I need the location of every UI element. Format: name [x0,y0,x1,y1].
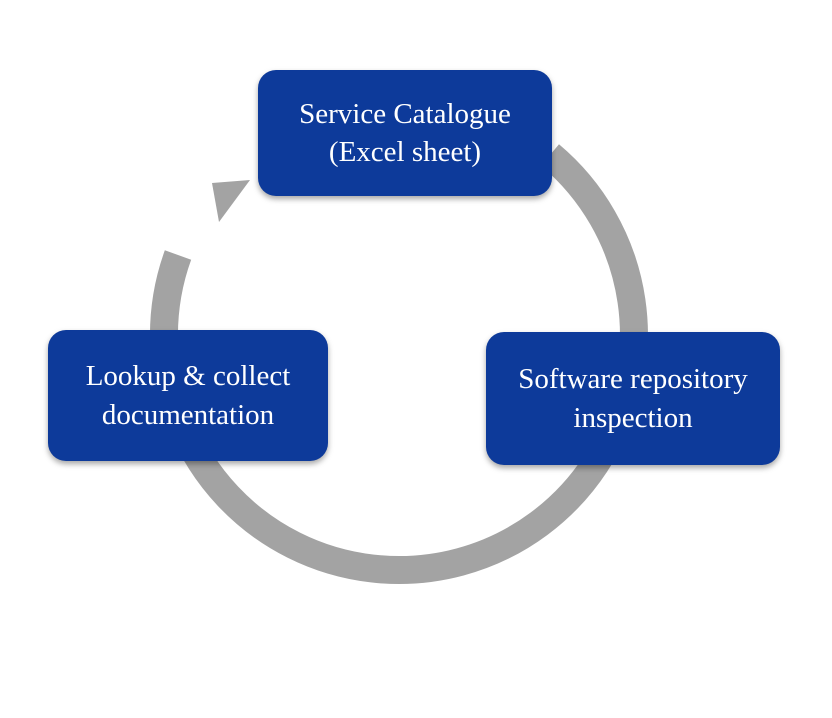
node-service-catalogue-line-1: Service Catalogue [299,97,511,130]
node-lookup-collect-line-2: documentation [101,398,275,431]
node-lookup-collect-documentation: Lookup & collect documentation [48,330,328,461]
cycle-arrowhead [212,180,250,222]
node-software-repository-inspection: Software repository inspection [486,332,780,465]
node-service-catalogue-line-2: (Excel sheet) [328,136,482,168]
node-service-catalogue: Service Catalogue (Excel sheet) [258,70,552,196]
node-software-repository-line-1: Software repository [518,363,748,396]
node-lookup-collect-line-1: Lookup & collect [85,360,291,393]
node-software-repository-line-2: inspection [573,401,693,434]
